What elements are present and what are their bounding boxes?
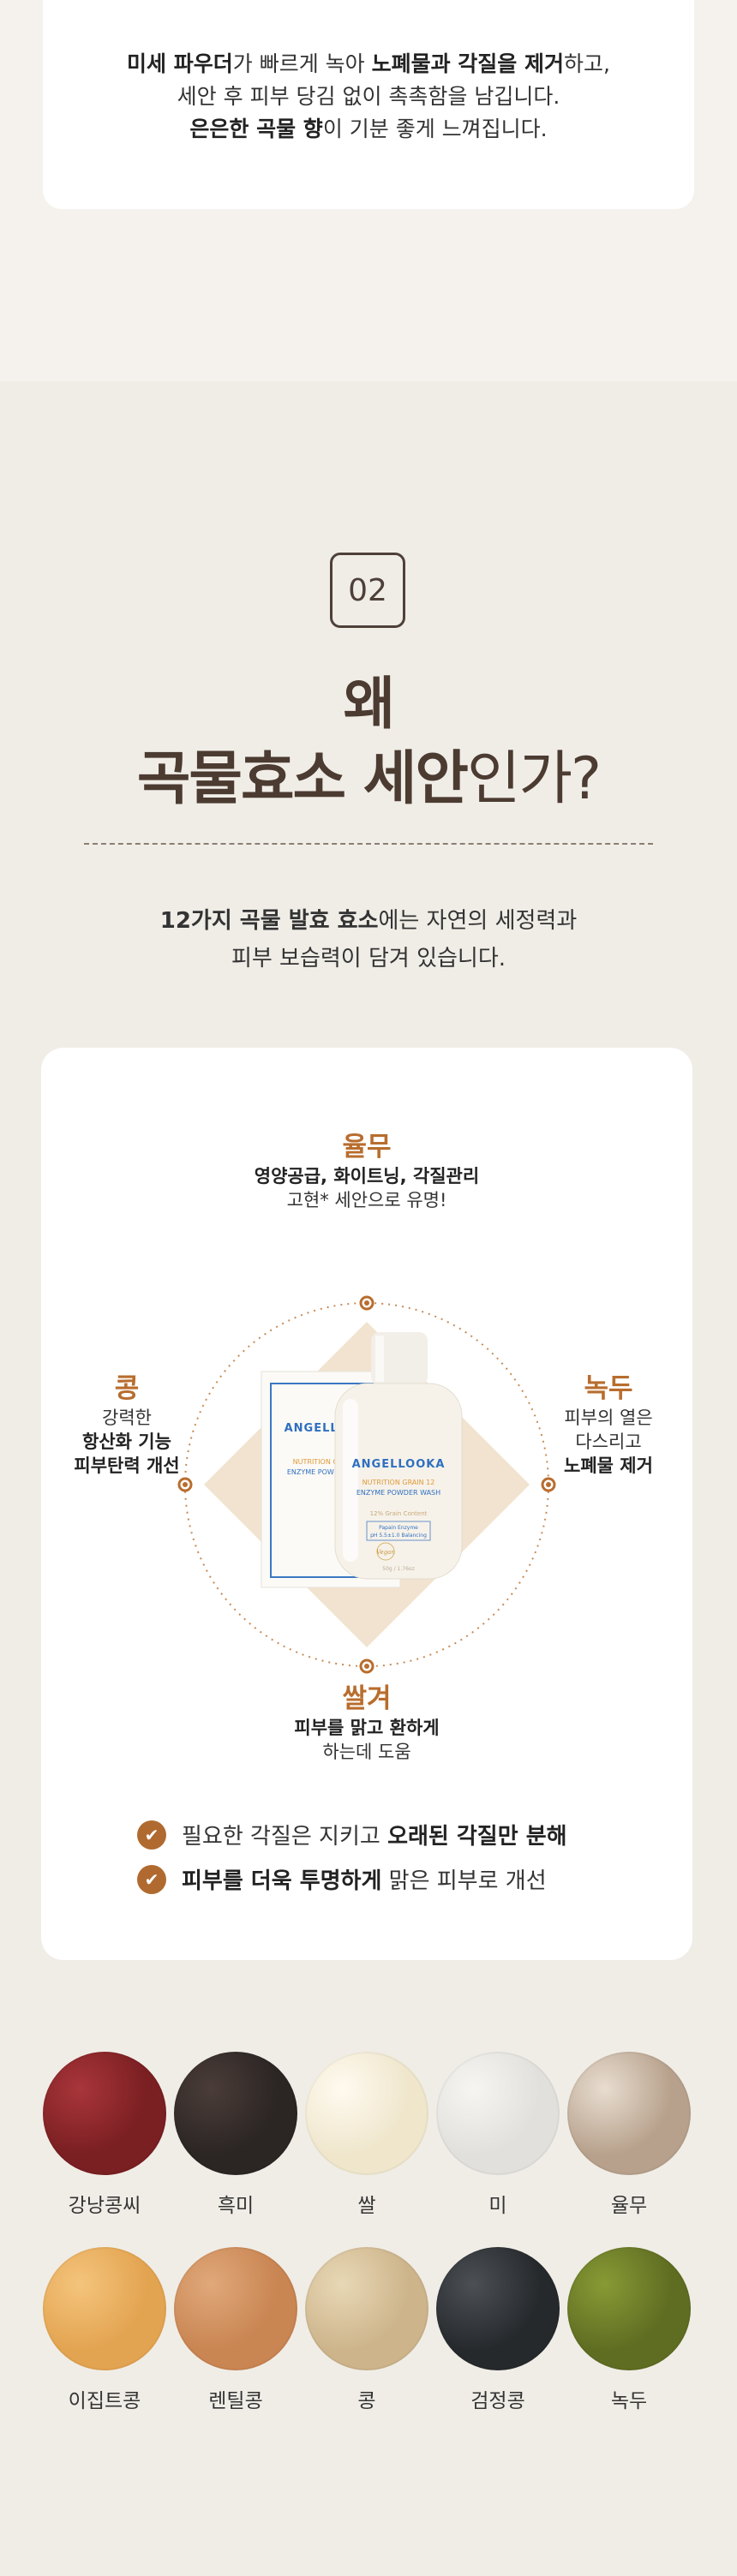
benefits-card: ANGELLOOKA NUTRITION GRAIN 12 ENZYME POW…	[41, 1048, 692, 1960]
grain-image	[567, 2247, 691, 2370]
check-item: ✔ 필요한 각질은 지키고 오래된 각질만 분해	[137, 1819, 567, 1850]
dashed-divider	[84, 843, 653, 845]
benefit-desc-line: 피부탄력 개선	[74, 1455, 180, 1476]
grain-item: 콩	[303, 2247, 430, 2413]
benefit-desc-line: 피부를 맑고 환하게	[294, 1718, 440, 1738]
benefit-top: 율무 영양공급, 화이트닝, 각질관리 고현* 세안으로 유명!	[195, 1130, 538, 1212]
grain-item: 율무	[566, 2052, 692, 2218]
heading-line-2: 곡물효소 세안인가?	[0, 741, 737, 818]
grain-name: 콩	[357, 2390, 376, 2412]
benefit-desc-line: 하는데 도움	[322, 1742, 411, 1762]
check-icon: ✔	[137, 1864, 166, 1894]
benefit-desc-line: 고현* 세안으로 유명!	[286, 1190, 447, 1210]
intro-line: 12가지 곡물 발효 효소에는 자연의 세정력과	[159, 908, 578, 934]
grain-name: 흑미	[217, 2195, 255, 2217]
benefit-title: 콩	[114, 1373, 140, 1404]
benefit-title: 율무	[342, 1132, 392, 1162]
description-line: 미세 파우더가 빠르게 녹아 노폐물과 각질을 제거하고,	[127, 51, 610, 76]
benefit-desc-line: 다스리고	[575, 1431, 642, 1452]
grain-image	[305, 2052, 428, 2175]
benefit-desc-line: 강력한	[102, 1408, 152, 1428]
svg-text:pH 5.5±1.0 Balancing: pH 5.5±1.0 Balancing	[370, 1533, 427, 1539]
grain-item: 이집트콩	[41, 2247, 168, 2413]
why-grain-section: 02 왜 곡물효소 세안인가? 12가지 곡물 발효 효소에는 자연의 세정력과…	[0, 381, 737, 2576]
description-line: 은은한 곡물 향이 기분 좋게 느껴집니다.	[189, 117, 548, 141]
description-card: 미세 파우더가 빠르게 녹아 노폐물과 각질을 제거하고, 세안 후 피부 당김…	[43, 0, 694, 209]
benefit-desc-line: 영양공급, 화이트닝, 각질관리	[254, 1166, 480, 1186]
check-item: ✔ 피부를 더욱 투명하게 맑은 피부로 개선	[137, 1863, 547, 1895]
grain-image	[436, 2052, 560, 2175]
grain-image	[43, 2247, 166, 2370]
svg-text:12% Grain Content: 12% Grain Content	[370, 1510, 428, 1517]
grain-image	[436, 2247, 560, 2370]
svg-text:50g / 1.76oz: 50g / 1.76oz	[382, 1566, 414, 1572]
section-number: 02	[330, 553, 405, 628]
grain-image	[174, 2247, 297, 2370]
grain-name: 렌틸콩	[208, 2390, 263, 2412]
benefit-desc-line: 노폐물 제거	[564, 1455, 653, 1476]
grain-name: 미	[488, 2195, 507, 2217]
grain-name: 율무	[610, 2195, 648, 2217]
product-bottle: ANGELLOOKA NUTRITION GRAIN 12 ENZYME POW…	[334, 1332, 463, 1580]
top-section: 미세 파우더가 빠르게 녹아 노폐물과 각질을 제거하고, 세안 후 피부 당김…	[0, 0, 737, 381]
grain-item: 녹두	[566, 2247, 692, 2413]
benefit-left: 콩 강력한 항산화 기능 피부탄력 개선	[41, 1372, 213, 1478]
benefit-desc-line: 항산화 기능	[82, 1431, 171, 1452]
grain-image	[43, 2052, 166, 2175]
description-line: 세안 후 피부 당김 없이 촉촉함을 남깁니다.	[177, 84, 560, 109]
check-text: 필요한 각질은 지키고 오래된 각질만 분해	[182, 1824, 567, 1850]
svg-text:Papain Enzyme: Papain Enzyme	[379, 1525, 418, 1531]
grain-item: 검정콩	[434, 2247, 561, 2413]
grain-item: 렌틸콩	[172, 2247, 299, 2413]
benefit-title: 녹두	[584, 1373, 633, 1404]
benefit-bottom: 쌀겨 피부를 맑고 환하게 하는데 도움	[195, 1682, 538, 1764]
grain-name: 강낭콩씨	[68, 2195, 141, 2217]
benefit-right: 녹두 피부의 열은 다스리고 노폐물 제거	[523, 1372, 694, 1478]
benefit-title: 쌀겨	[342, 1683, 392, 1714]
check-icon: ✔	[137, 1820, 166, 1850]
svg-text:Vegan: Vegan	[376, 1549, 395, 1556]
grain-item: 미	[434, 2052, 561, 2218]
svg-text:NUTRITION GRAIN 12: NUTRITION GRAIN 12	[363, 1479, 435, 1486]
grain-image	[567, 2052, 691, 2175]
heading-bold: 곡물효소 세안	[136, 745, 469, 813]
grain-item: 흑미	[172, 2052, 299, 2218]
grain-name: 이집트콩	[68, 2390, 141, 2412]
svg-text:ANGELLOOKA: ANGELLOOKA	[352, 1458, 446, 1471]
diagram-graphic: ANGELLOOKA NUTRITION GRAIN 12 ENZYME POW…	[177, 1295, 556, 1674]
svg-text:NUTRITION GRAIN 12: NUTRITION GRAIN 12	[293, 1458, 366, 1466]
benefit-desc-line: 피부의 열은	[564, 1408, 653, 1428]
intro-line: 피부 보습력이 담겨 있습니다.	[231, 946, 506, 971]
grain-name: 쌀	[357, 2195, 376, 2217]
check-text: 피부를 더욱 투명하게 맑은 피부로 개선	[182, 1868, 547, 1894]
grain-image	[305, 2247, 428, 2370]
benefit-diagram: ANGELLOOKA NUTRITION GRAIN 12 ENZYME POW…	[41, 1048, 694, 1762]
grain-item: 강낭콩씨	[41, 2052, 168, 2218]
grain-item: 쌀	[303, 2052, 430, 2218]
heading-thin: 인가?	[466, 745, 602, 813]
grain-name: 녹두	[610, 2390, 648, 2412]
svg-text:ENZYME POWDER WASH: ENZYME POWDER WASH	[287, 1468, 371, 1476]
grain-image	[174, 2052, 297, 2175]
grain-name: 검정콩	[470, 2390, 525, 2412]
svg-text:ENZYME POWDER WASH: ENZYME POWDER WASH	[357, 1489, 440, 1497]
heading-line-1: 왜	[343, 671, 396, 737]
